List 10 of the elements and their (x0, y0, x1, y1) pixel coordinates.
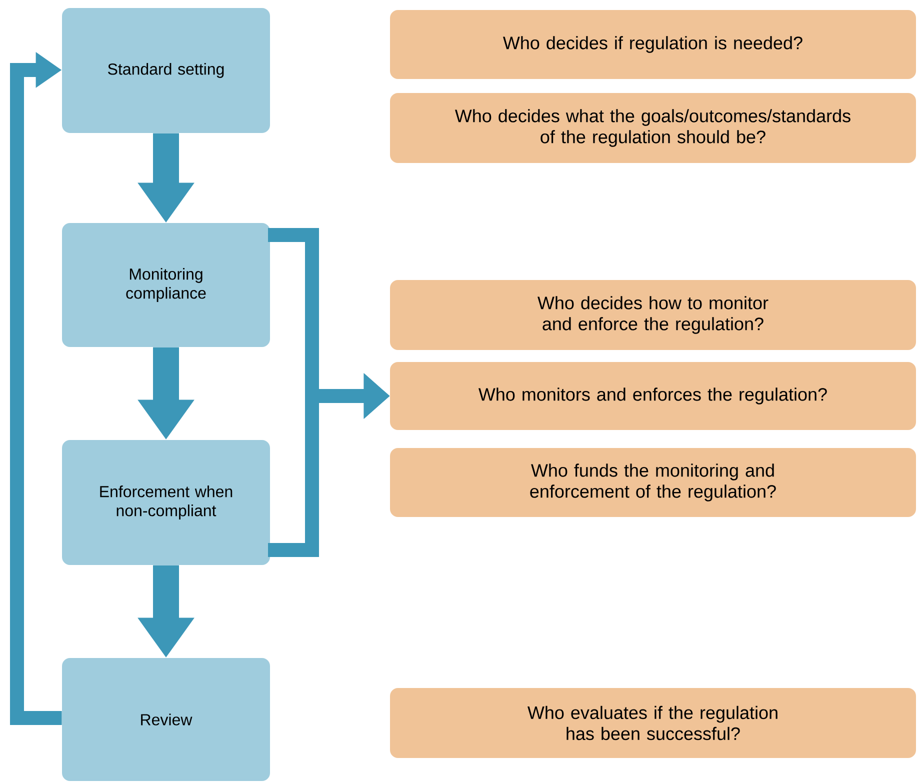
question-box: Who decides if regulation is needed? (390, 10, 916, 79)
process-box: Standard setting (62, 8, 270, 133)
process-box: Enforcement when non-compliant (62, 440, 270, 565)
question-box: Who evaluates if the regulation has been successful? (390, 688, 916, 758)
process-box: Review (62, 658, 270, 781)
question-box: Who monitors and enforces the regulation? (390, 362, 916, 430)
process-box: Monitoring compliance (62, 223, 270, 347)
question-box: Who decides how to monitor and enforce the regulation? (390, 280, 916, 350)
question-box: Who decides what the goals/outcomes/standards of the regulation should be? (390, 93, 916, 163)
question-box: Who funds the monitoring and enforcement of the regulation? (390, 448, 916, 517)
